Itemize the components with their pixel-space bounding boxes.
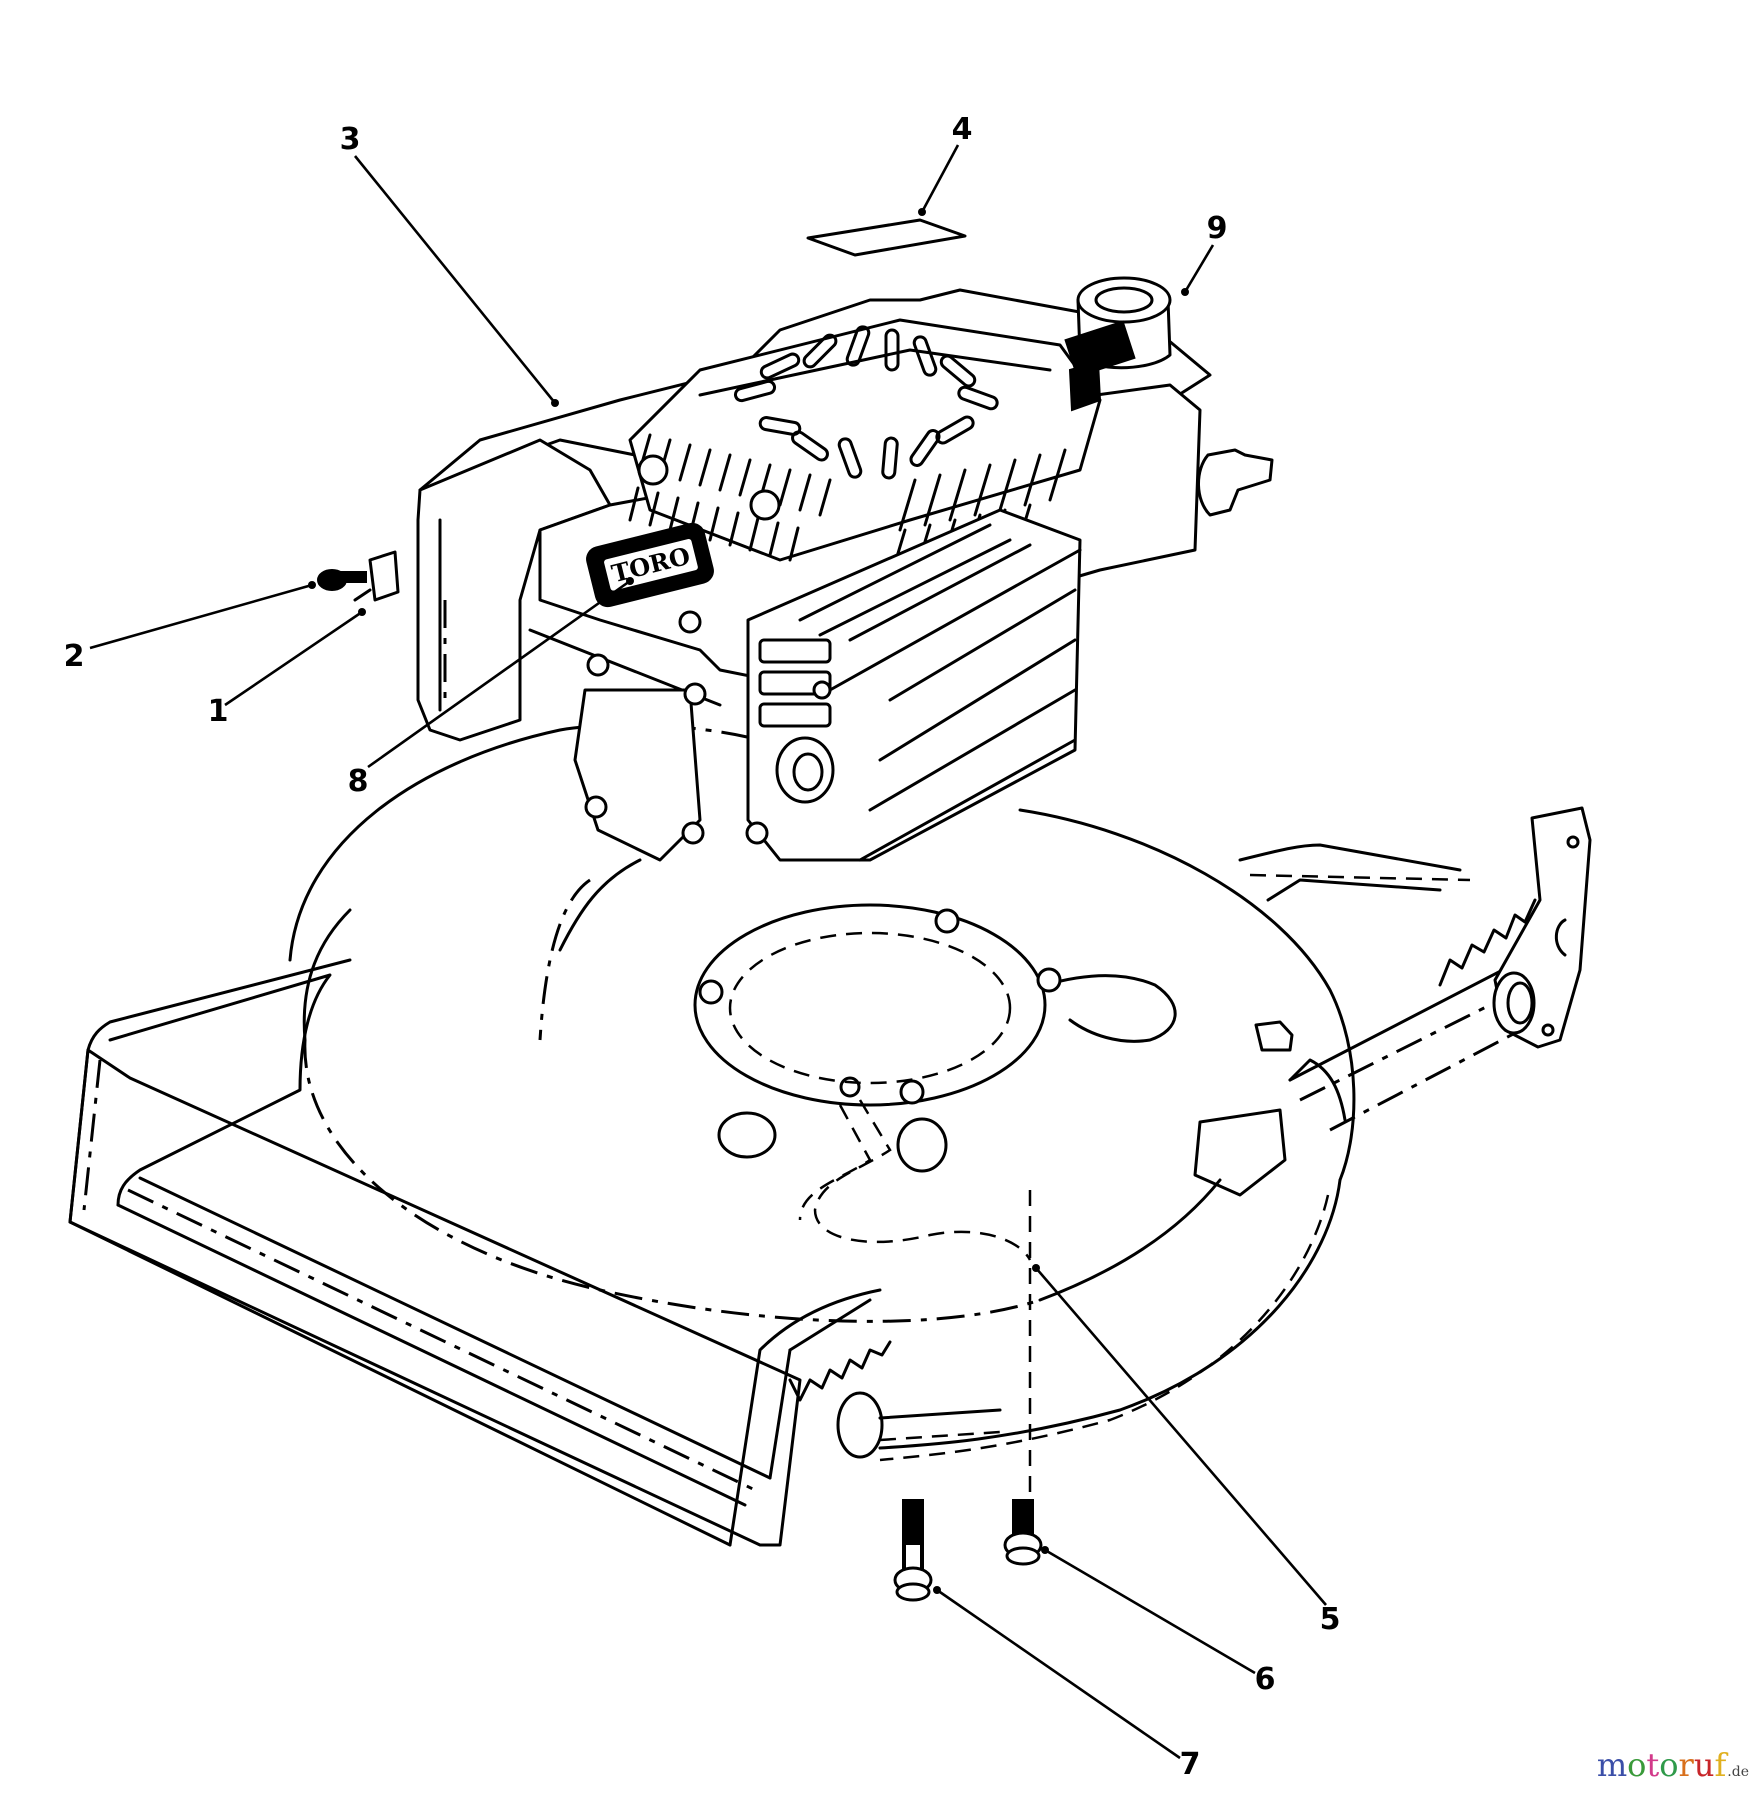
watermark-tld: .de <box>1727 1764 1749 1780</box>
callout-1: 1 <box>207 694 229 729</box>
oil-fill-cap <box>1064 276 1172 412</box>
engine: TORO <box>416 276 1274 862</box>
callout-7: 7 <box>1179 1747 1201 1782</box>
leader-lines <box>89 144 1327 1760</box>
callout-2: 2 <box>63 639 85 674</box>
watermark-letter: o <box>1659 1746 1679 1784</box>
watermark-letter: u <box>1693 1746 1715 1784</box>
callout-8: 8 <box>347 764 369 799</box>
clip-part <box>353 550 400 602</box>
watermark-letter: f <box>1714 1746 1727 1784</box>
bolt-long-part <box>893 1499 933 1602</box>
watermark-letter: o <box>1627 1746 1647 1784</box>
mower-deck <box>68 723 1592 1547</box>
motoruf-watermark: motoruf.de <box>1597 1746 1749 1784</box>
watermark-letter: r <box>1678 1746 1694 1784</box>
toro-badge: TORO <box>586 522 714 608</box>
bolt-short-part <box>1003 1499 1043 1566</box>
decal-part <box>806 218 967 257</box>
callout-9: 9 <box>1206 211 1228 246</box>
callout-3: 3 <box>339 122 361 157</box>
callout-6: 6 <box>1254 1662 1276 1697</box>
screw-part <box>317 569 367 591</box>
watermark-letter: m <box>1596 1746 1628 1784</box>
vent-slots <box>733 325 999 480</box>
air-filter <box>746 508 1082 862</box>
callout-4: 4 <box>951 112 973 147</box>
engine-mount-plate <box>693 903 1177 1560</box>
callout-5: 5 <box>1319 1602 1341 1637</box>
watermark-letter: t <box>1646 1746 1660 1784</box>
